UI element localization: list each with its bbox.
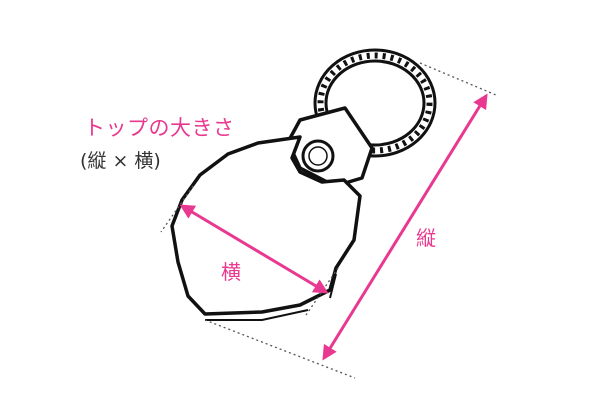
height-arrow [322,93,488,361]
width-arrow [179,204,329,294]
height-label: 縦 [416,226,436,250]
diagram-subtitle: (縦 × 横) [80,150,161,172]
diagram-title: トップの大きさ [84,116,235,140]
width-label: 横 [221,260,241,284]
guide-lines [160,62,497,379]
